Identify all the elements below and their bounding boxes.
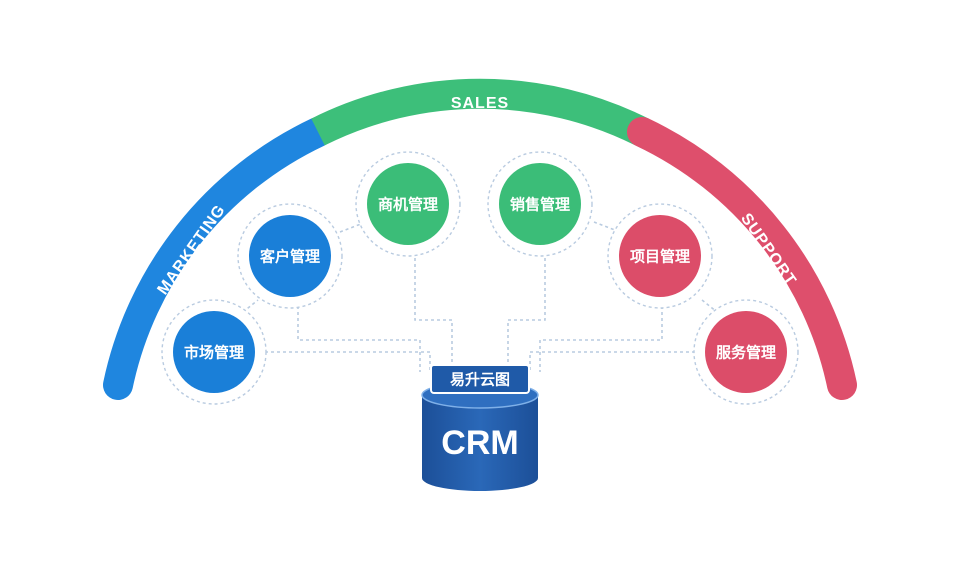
brand-text: 易升云图	[450, 371, 510, 389]
module-customer[interactable]: 客户管理	[237, 203, 343, 309]
module-customer-label: 客户管理	[259, 248, 320, 266]
sales-arc	[311, 78, 649, 146]
module-market[interactable]: 市场管理	[161, 299, 267, 405]
module-opportunity-label: 商机管理	[378, 196, 438, 214]
support-arc	[627, 117, 857, 400]
marketing-arc	[103, 117, 333, 400]
crm-database: CRM	[421, 381, 539, 491]
module-market-label: 市场管理	[184, 344, 244, 362]
module-sales-label: 销售管理	[510, 196, 570, 214]
module-sales[interactable]: 销售管理	[487, 151, 593, 257]
module-project-label: 项目管理	[630, 248, 690, 266]
module-service[interactable]: 服务管理	[693, 299, 799, 405]
module-project[interactable]: 项目管理	[607, 203, 713, 309]
crm-title: CRM	[441, 424, 518, 462]
connectors	[242, 221, 718, 372]
module-service-label: 服务管理	[716, 344, 776, 362]
sales-label: SALES	[451, 95, 509, 112]
brand-badge: 易升云图	[430, 364, 530, 394]
module-opportunity[interactable]: 商机管理	[355, 151, 461, 257]
